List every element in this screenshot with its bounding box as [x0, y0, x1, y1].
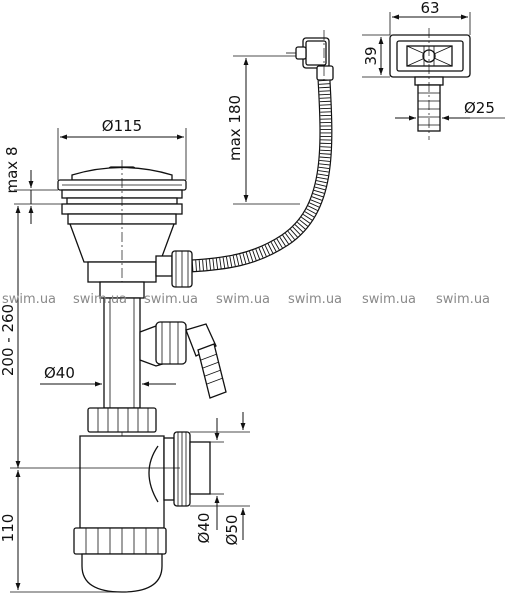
watermark-text: swim.ua: [362, 292, 416, 307]
sink-strainer: [57, 160, 187, 590]
overflow-fitting-side-view: [286, 30, 334, 88]
dimension-110: 110: [0, 470, 122, 593]
bottle-trap: [73, 407, 167, 593]
watermark-text: swim.ua: [73, 292, 127, 307]
dimension-dia-25: Ø25: [395, 99, 505, 121]
label-63: 63: [420, 0, 439, 17]
label-max-8: max 8: [3, 147, 21, 194]
label-dia-25: Ø25: [464, 99, 495, 117]
label-dia-115: Ø115: [102, 117, 142, 135]
overflow-hose: [189, 79, 333, 273]
label-dia-40-pipe: Ø40: [44, 364, 75, 382]
dimension-39: 39: [362, 34, 390, 78]
dimension-outlet: Ø40 Ø50: [190, 412, 250, 545]
label-dia-50-outlet: Ø50: [223, 515, 241, 546]
label-max-180: max 180: [226, 95, 244, 161]
dimension-max-8: max 8: [3, 147, 62, 224]
label-200-260: 200 - 260: [0, 304, 17, 376]
watermark-text: swim.ua: [144, 292, 198, 307]
watermark-text: swim.ua: [288, 292, 342, 307]
label-39: 39: [362, 46, 380, 65]
label-dia-40-outlet: Ø40: [195, 513, 213, 544]
overflow-connector: [155, 250, 193, 288]
watermark-row: swim.ua swim.ua swim.ua swim.ua swim.ua …: [2, 292, 490, 307]
vertical-pipe: [99, 281, 145, 409]
watermark-text: swim.ua: [2, 292, 56, 307]
dimension-200-260: 200 - 260: [0, 206, 180, 469]
watermark-text: swim.ua: [216, 292, 270, 307]
dimension-max-180: max 180: [226, 55, 300, 205]
overflow-fitting-front-view: [389, 28, 471, 140]
label-110: 110: [0, 514, 17, 543]
trap-outlet: [163, 431, 211, 507]
dimension-dia-115: Ø115: [57, 117, 187, 180]
side-outlet-connector: [139, 321, 227, 399]
watermark-text: swim.ua: [436, 292, 490, 307]
dimension-63: 63: [389, 0, 471, 35]
dimension-dia-40-pipe: Ø40: [40, 364, 176, 387]
